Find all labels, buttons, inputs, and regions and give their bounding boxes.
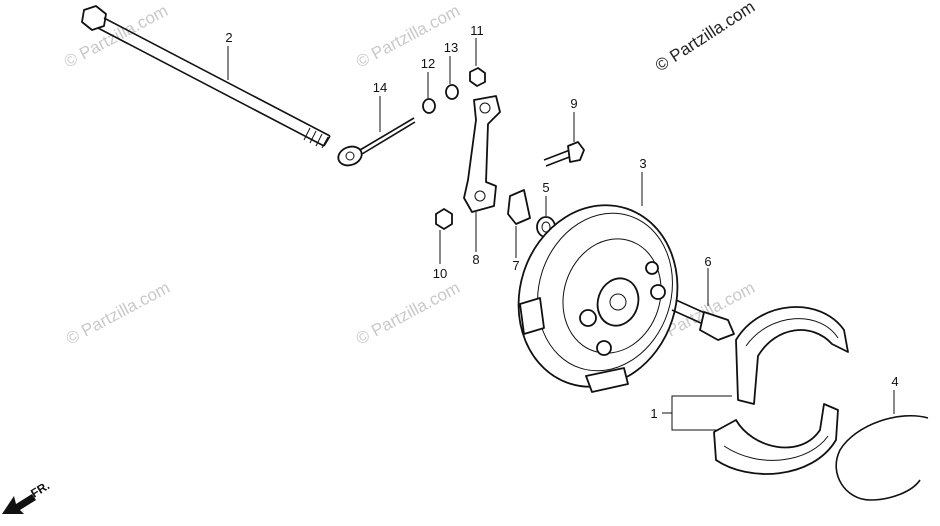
brake-cam (671, 299, 735, 341)
callout-12[interactable]: 12 (421, 56, 435, 71)
nut-11 (469, 67, 486, 87)
brake-shoes (713, 306, 849, 475)
callout-10[interactable]: 10 (433, 266, 447, 281)
indicator-plate (507, 189, 531, 225)
direction-arrow-icon (2, 494, 36, 514)
callout-8[interactable]: 8 (472, 252, 479, 267)
brake-panel (517, 204, 679, 393)
callout-7[interactable]: 7 (512, 258, 519, 273)
callout-2[interactable]: 2 (225, 30, 232, 45)
front-direction-indicator: FR. (2, 478, 52, 514)
nut-10 (435, 208, 453, 230)
washer-12 (422, 98, 436, 114)
leader-lines (227, 38, 895, 431)
spring (835, 414, 929, 501)
nut-13 (445, 84, 459, 100)
brake-arm (463, 95, 501, 213)
watermark-4: © Partzilla.com (353, 278, 463, 349)
bolt-9 (543, 141, 585, 167)
watermark-3: © Partzilla.com (63, 278, 173, 349)
callout-9[interactable]: 9 (570, 96, 577, 111)
callouts: 2 14 12 13 11 9 5 7 8 10 3 6 4 1 (225, 23, 898, 421)
watermark-1: © Partzilla.com (61, 1, 171, 72)
callout-14[interactable]: 14 (373, 80, 387, 95)
callout-4[interactable]: 4 (891, 374, 898, 389)
brake-rod (337, 117, 416, 167)
callout-1[interactable]: 1 (650, 406, 657, 421)
watermark-2: © Partzilla.com (353, 1, 463, 72)
copyright-text: © Partzilla.com (652, 0, 758, 75)
callout-13[interactable]: 13 (444, 40, 458, 55)
axle-bolt (81, 5, 331, 149)
callout-5[interactable]: 5 (542, 180, 549, 195)
callout-11[interactable]: 11 (470, 23, 484, 38)
callout-6[interactable]: 6 (704, 254, 711, 269)
callout-3[interactable]: 3 (639, 156, 646, 171)
